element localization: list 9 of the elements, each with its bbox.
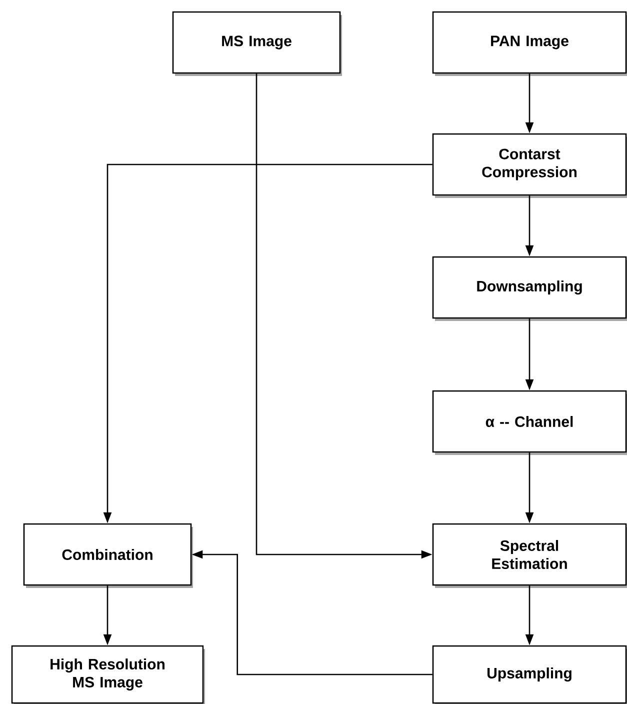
process-box: Upsampling [432,645,627,704]
process-box: MS Image [172,11,342,76]
process-box: α -- Channel [432,390,627,455]
process-box: Combination [23,523,193,588]
process-box: Spectral Estimation [432,523,627,588]
process-box: Contarst Compression [432,133,627,198]
process-box: High Resolution MS Image [11,645,205,704]
process-box: PAN Image [432,11,627,76]
process-box: Downsampling [432,256,627,321]
